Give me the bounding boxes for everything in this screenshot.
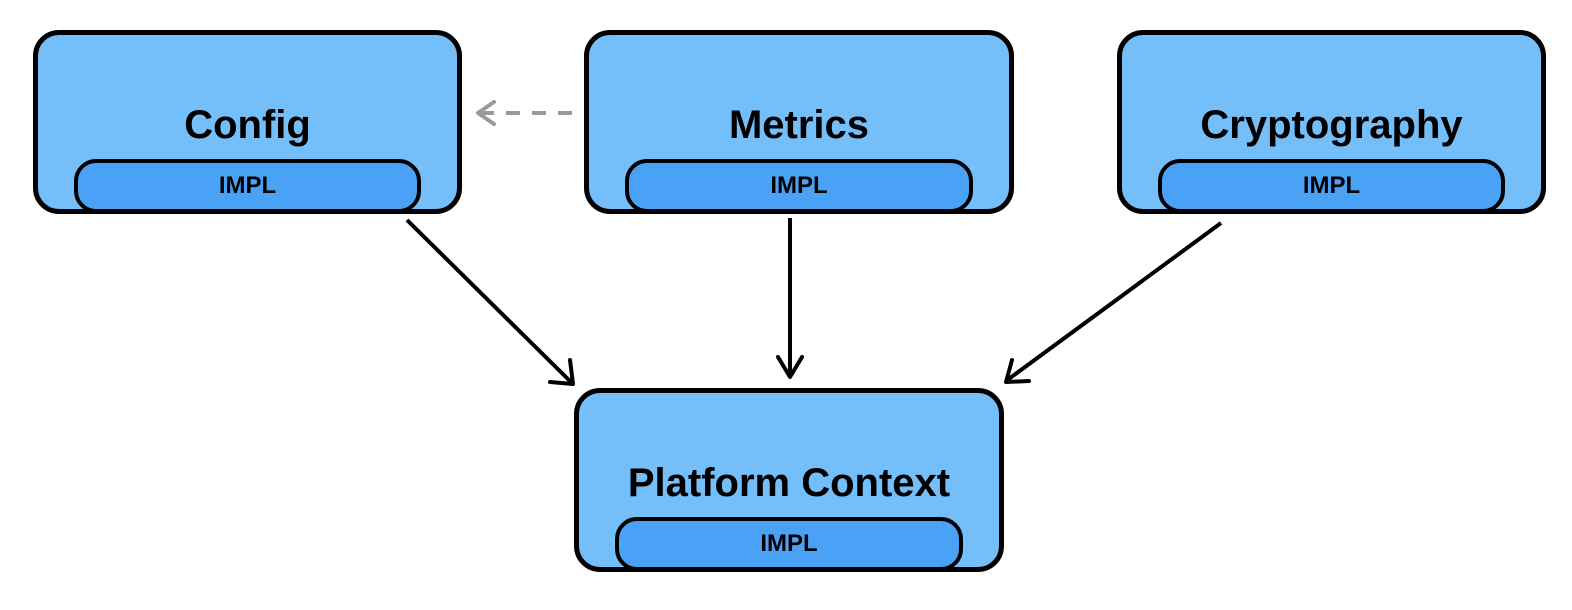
arrow-head [1004,358,1031,384]
arrow-line [1004,221,1223,383]
cryptography-node: Cryptography IMPL [1117,30,1546,214]
config-impl-badge: IMPL [74,159,421,213]
platform-context-title: Platform Context [627,461,951,505]
config-title: Config [184,103,311,147]
arrow-head [776,355,804,379]
config-node: Config IMPL [33,30,462,214]
edge-metrics-to-config [476,100,572,126]
metrics-impl-badge: IMPL [625,159,973,213]
edge-metrics-to-platform-context [776,218,804,379]
metrics-title: Metrics [728,103,870,147]
platform-context-node: Platform Context IMPL [574,388,1004,572]
edge-config-to-platform-context [405,218,575,386]
cryptography-title: Cryptography [1200,103,1463,147]
arrow-line [405,218,574,385]
arrow-head [548,358,575,386]
cryptography-impl-badge: IMPL [1158,159,1505,213]
edge-cryptography-to-platform-context [1004,221,1223,384]
metrics-node: Metrics IMPL [584,30,1014,214]
dashed-arrow-head [476,100,496,126]
platform-context-impl-badge: IMPL [615,517,963,571]
